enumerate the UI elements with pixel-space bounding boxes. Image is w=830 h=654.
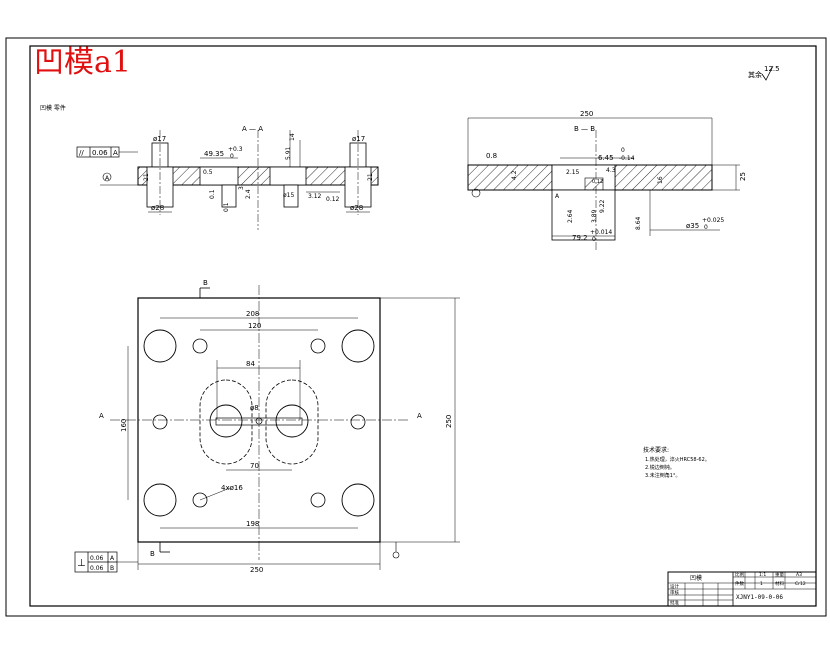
b-dim-389: 3.89 [591, 209, 598, 223]
perp-symbol: ⊥ [77, 558, 86, 569]
inner-border [29, 45, 817, 607]
b-dim-864: 8.64 [635, 216, 642, 230]
flatness-value: 0.06 [92, 149, 108, 157]
section-b-label: B — B [574, 125, 595, 133]
perp-val1: 0.06 [90, 555, 104, 562]
tech-req-heading: 技术要求: [643, 446, 669, 454]
b-dim-16: 16 [657, 176, 664, 184]
dim-4935: 49.35 [204, 150, 224, 158]
roughness-symbol [761, 65, 774, 81]
view-a-right: A [417, 412, 422, 420]
b-dim-264: 2.64 [567, 209, 574, 223]
b-tol-645-dev: -0.14 [619, 155, 635, 162]
perp-datum2: B [110, 565, 114, 572]
title-box-label: 凹模 零件 [40, 104, 66, 112]
dim-21-left: 21 [143, 173, 150, 181]
tb-drawing-no: XJNY1-09-0-06 [736, 594, 783, 601]
dim-01b: 0.1 [223, 202, 230, 212]
b-dim-250: 250 [580, 110, 593, 118]
b-dim-43: 4.3 [606, 167, 616, 174]
b-tol-792-low: 0 [592, 236, 596, 243]
perp-datum1: A [110, 555, 115, 562]
section-b-view: B — B [467, 117, 740, 250]
b-dim-922: 9.22 [599, 199, 606, 213]
b-tol-645-zero: 0 [621, 147, 625, 154]
dim-d17-left: ø17 [153, 135, 166, 143]
flatness-datum: A [113, 149, 118, 157]
dim-591: 5.91 [285, 146, 292, 160]
b-dim-35: ø35 [686, 222, 699, 230]
tb-scale-value: 1:1 [759, 572, 766, 578]
plan-dim-250-v: 250 [445, 415, 453, 428]
plan-holes: 4xø16 [221, 484, 243, 492]
flatness-symbol: // [79, 149, 84, 157]
dim-d17-right: ø17 [352, 135, 365, 143]
tech-req-line3: 3.未注倒角1°。 [645, 472, 680, 479]
plan-dim-70: 70 [250, 462, 259, 470]
b-dim-25: 25 [739, 172, 747, 181]
plan-dim-120: 120 [248, 322, 261, 330]
tb-weight-label: 重量 [775, 571, 784, 578]
tech-req-line1: 1.热处理，淬火HRC58-62。 [645, 456, 710, 463]
b-dim-792: 79.2 [572, 234, 588, 242]
tb-material-label: 材料 [775, 580, 784, 587]
perp-val2: 0.06 [90, 565, 104, 572]
tb-designer-label: 设计 [670, 583, 679, 590]
plan-dim-198: 198 [246, 520, 259, 528]
tb-checker-label: 审核 [670, 589, 679, 596]
dim-d28-left: ø28 [151, 204, 164, 212]
view-a-left: A [99, 412, 104, 420]
section-a-view: A — A [76, 125, 379, 230]
dim-r05: 0.5 [203, 169, 213, 176]
title-block [667, 571, 817, 607]
roughness-note: 其余 [748, 70, 762, 79]
b-dim-42: 4.2 [511, 170, 518, 180]
plan-dim-208: 208 [246, 310, 259, 318]
dim-14: 14 [289, 133, 296, 141]
dim-d28-right: ø28 [350, 204, 363, 212]
dim-21-right: 21 [367, 173, 374, 181]
plan-dim-84: 84 [246, 360, 255, 368]
tb-qty-value: 1 [760, 581, 763, 587]
plan-view [74, 285, 460, 573]
b-dim-012: 0.12 [592, 179, 603, 185]
tb-qty-label: 件数 [735, 580, 744, 587]
tb-material-value: Cr12 [795, 581, 806, 587]
tb-scale-label: 比例 [735, 571, 744, 578]
dim-615: ø15 [283, 192, 294, 199]
b-datum-a: A [555, 193, 560, 200]
tb-approver-label: 批准 [670, 599, 679, 606]
tb-part-name: 凹模 [690, 574, 702, 582]
dim-012: 0.12 [326, 196, 340, 203]
b-tol-35: +0.025 [702, 217, 724, 224]
b-tol-792: +0.014 [590, 229, 612, 236]
dim-24: 2.4 [245, 189, 252, 199]
tol-4935-low: 0 [230, 153, 234, 160]
dim-312: 3.12 [308, 193, 322, 200]
plan-dim-250-h: 250 [250, 566, 263, 574]
b-tol-35-low: 0 [704, 224, 708, 231]
plan-dim-160: 160 [120, 419, 128, 432]
b-dim-215: 2.15 [566, 169, 580, 176]
view-b-bottom: B [150, 550, 155, 558]
b-dim-08: 0.8 [486, 152, 497, 160]
tol-4935: +0.3 [228, 146, 243, 153]
b-dim-645: 6.45 [598, 154, 614, 162]
view-b-top: B [203, 279, 208, 287]
section-a-label: A — A [242, 125, 263, 133]
dim-3: 3 [238, 186, 245, 190]
tech-req-line2: 2.锐边倒钝。 [645, 464, 675, 471]
plan-dim-8: ø8 [250, 404, 259, 412]
datum-a-left: A [105, 175, 110, 182]
drawing-title: 凹模a1 [34, 45, 131, 80]
outer-border [5, 37, 827, 617]
dim-01a: 0.1 [209, 189, 216, 199]
tb-sheet-value: A3 [796, 572, 802, 578]
